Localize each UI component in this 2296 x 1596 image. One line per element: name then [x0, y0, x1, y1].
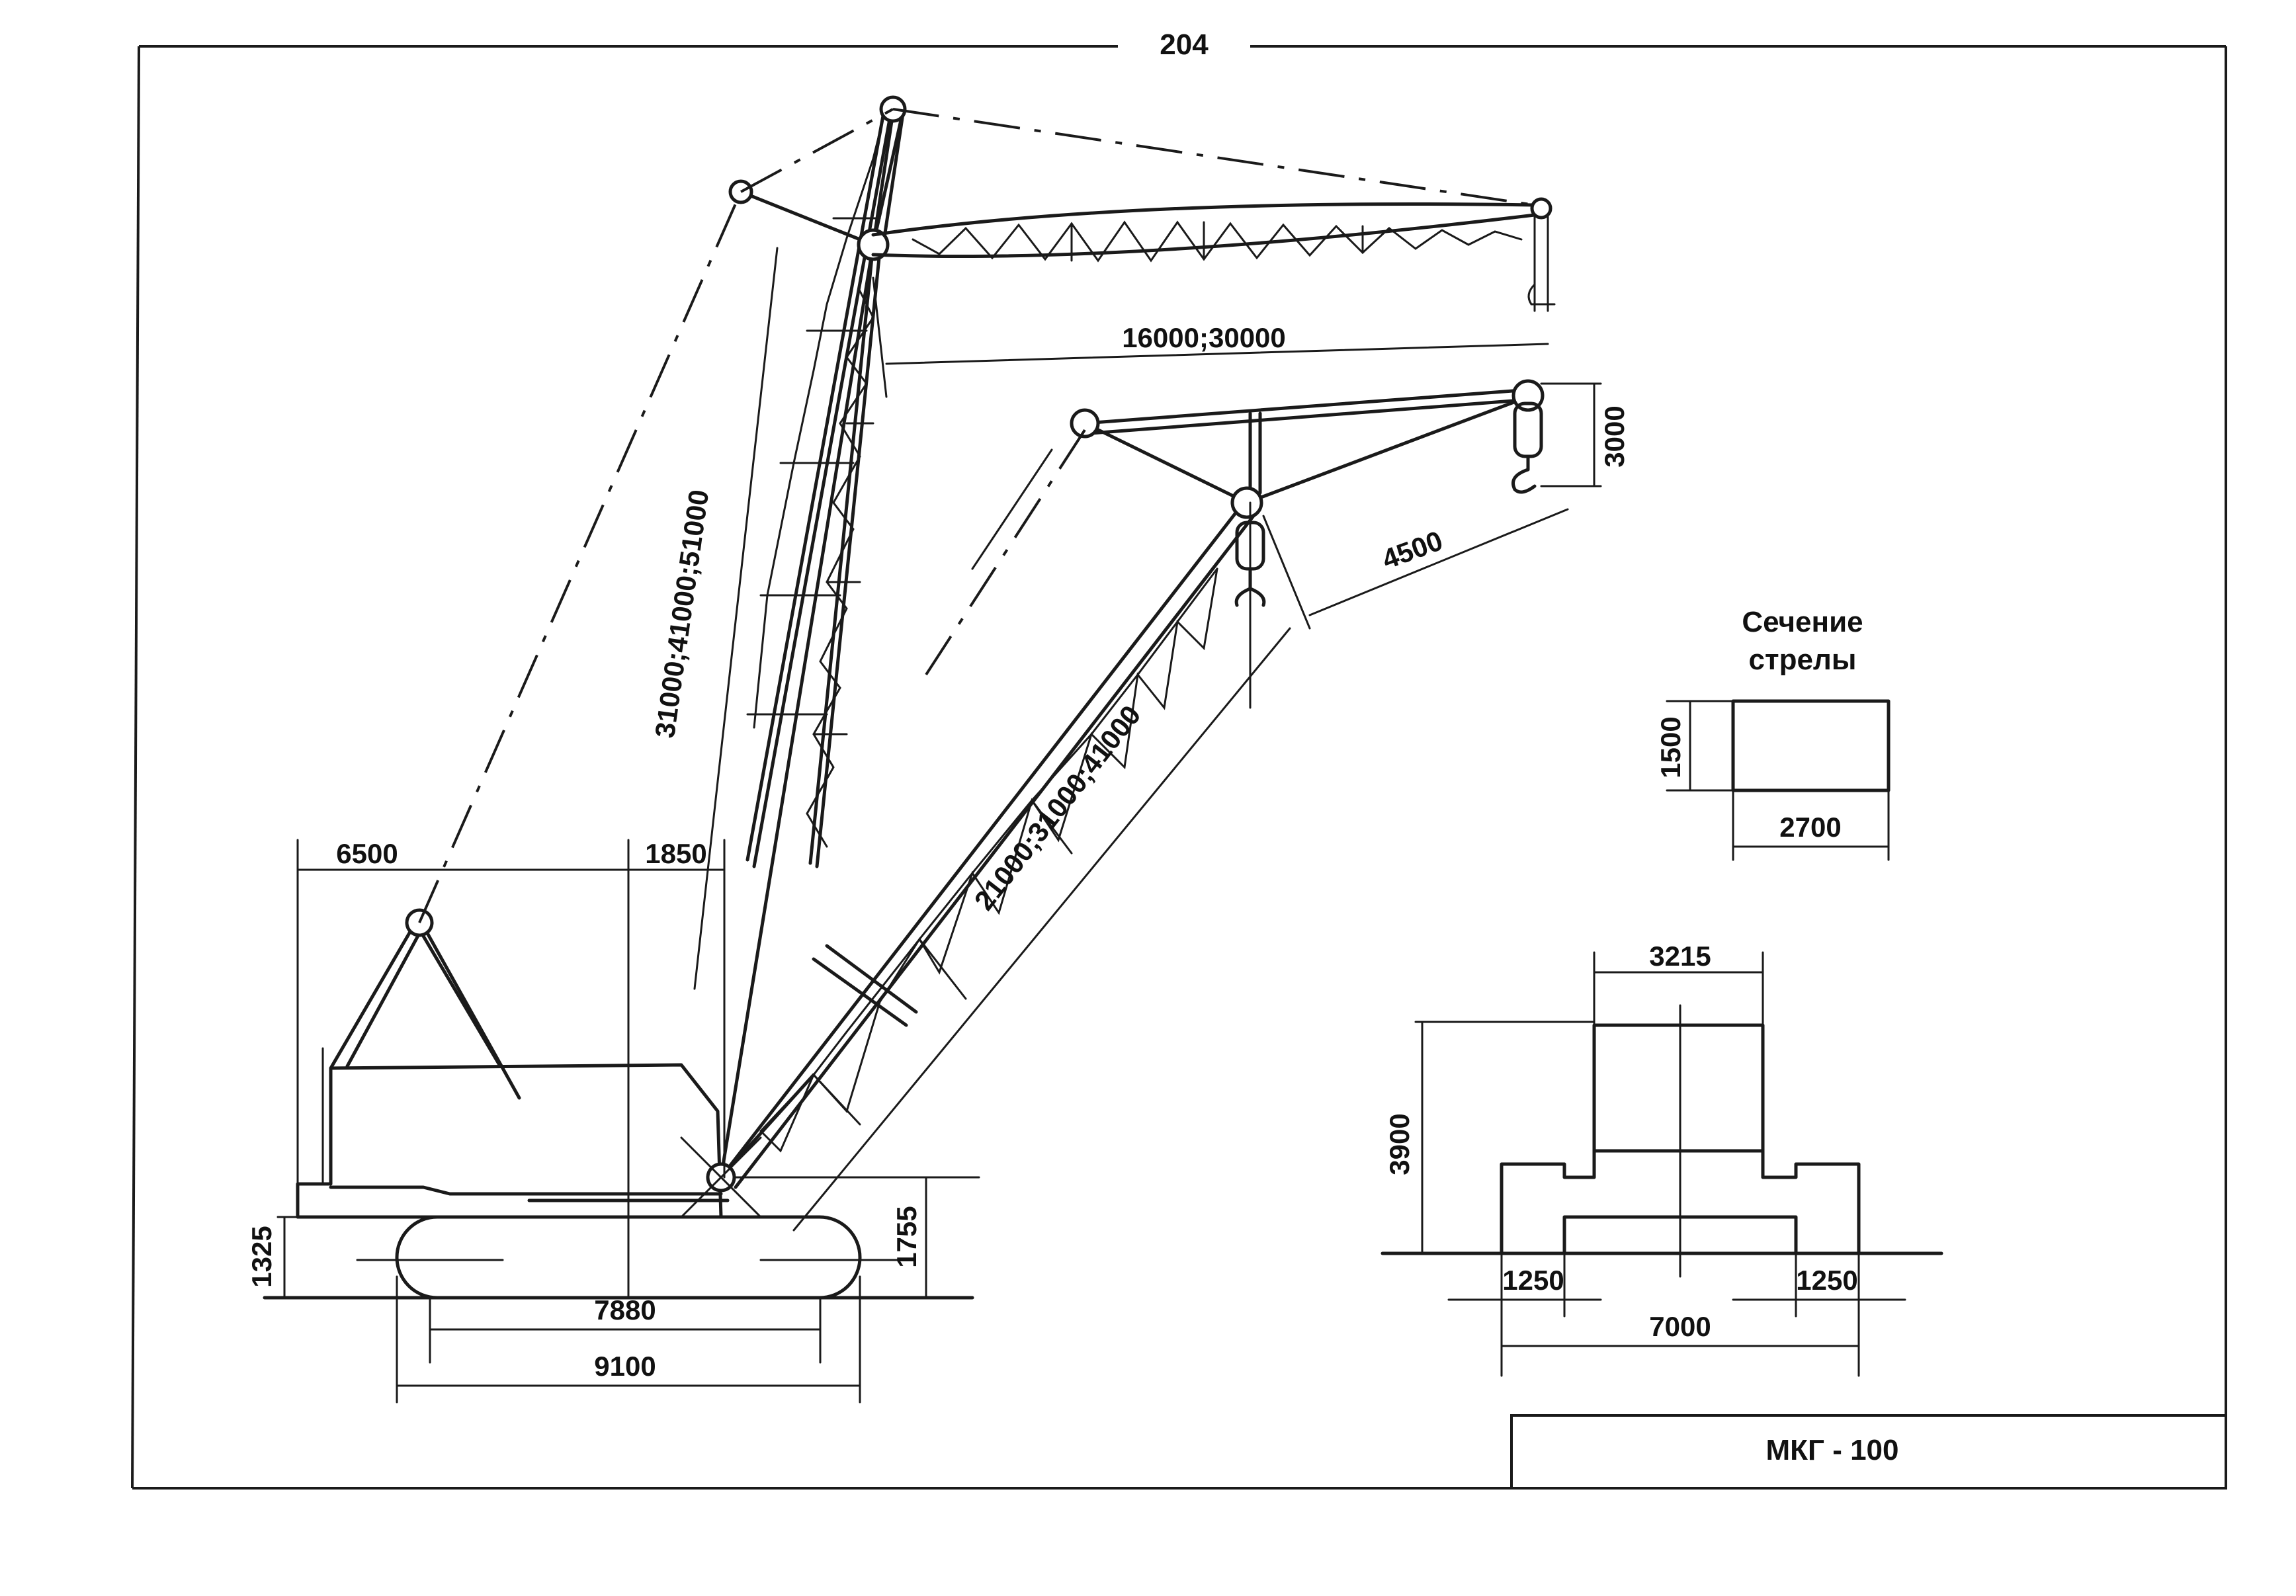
rope-lines	[418, 108, 1535, 923]
machine-house	[296, 1047, 730, 1219]
dim-hook-drop: 3000	[1599, 405, 1630, 467]
dim-boom-length: 21000;31000;41000	[968, 700, 1147, 916]
page-number: 204	[1160, 28, 1209, 61]
dim-track-base: 7880	[594, 1294, 656, 1325]
dim-jib-length: 31000;41000;51000	[649, 487, 714, 739]
lattice-boom-long	[719, 501, 1255, 1189]
dim-track-width-left: 1250	[1502, 1265, 1564, 1296]
luffing-tower	[719, 95, 907, 1179]
fly-jib	[871, 197, 1556, 312]
dim-short-jib-reach: 4500	[1378, 525, 1447, 575]
dim-front-height: 3900	[1384, 1113, 1415, 1175]
main-dimension-lines	[276, 247, 1602, 1404]
model-title: МКГ - 100	[1766, 1434, 1899, 1466]
boom-section: Сечение стрелы 1500 2700	[1655, 606, 1891, 861]
dim-track-width-right: 1250	[1796, 1265, 1857, 1296]
dim-jib-reach: 16000;30000	[1122, 322, 1286, 353]
boom-heel	[680, 1136, 762, 1218]
a-frame	[329, 908, 521, 1100]
drawing-frame	[131, 45, 2227, 1490]
dim-boom-heel-height: 1755	[891, 1206, 922, 1267]
section-title-line2: стрелы	[1749, 644, 1857, 676]
dim-counterweight-radius: 6500	[336, 838, 398, 869]
dim-cab-width: 3215	[1649, 941, 1711, 972]
dim-gauge: 7000	[1649, 1311, 1711, 1342]
dim-track-length: 9100	[594, 1351, 656, 1382]
section-title-line1: Сечение	[1742, 606, 1863, 638]
section-rectangle	[1731, 699, 1891, 792]
dim-section-height: 1500	[1655, 716, 1686, 778]
dim-section-width: 2700	[1779, 812, 1841, 843]
front-view: 3215 3900 1250 1250 7000	[1381, 941, 1943, 1377]
title-block: МКГ - 100	[1510, 1414, 2227, 1490]
dim-pivot-offset: 1850	[645, 838, 706, 869]
short-jib	[925, 379, 1545, 709]
crawler-track	[356, 1215, 908, 1300]
dim-body-height: 1325	[246, 1226, 277, 1287]
